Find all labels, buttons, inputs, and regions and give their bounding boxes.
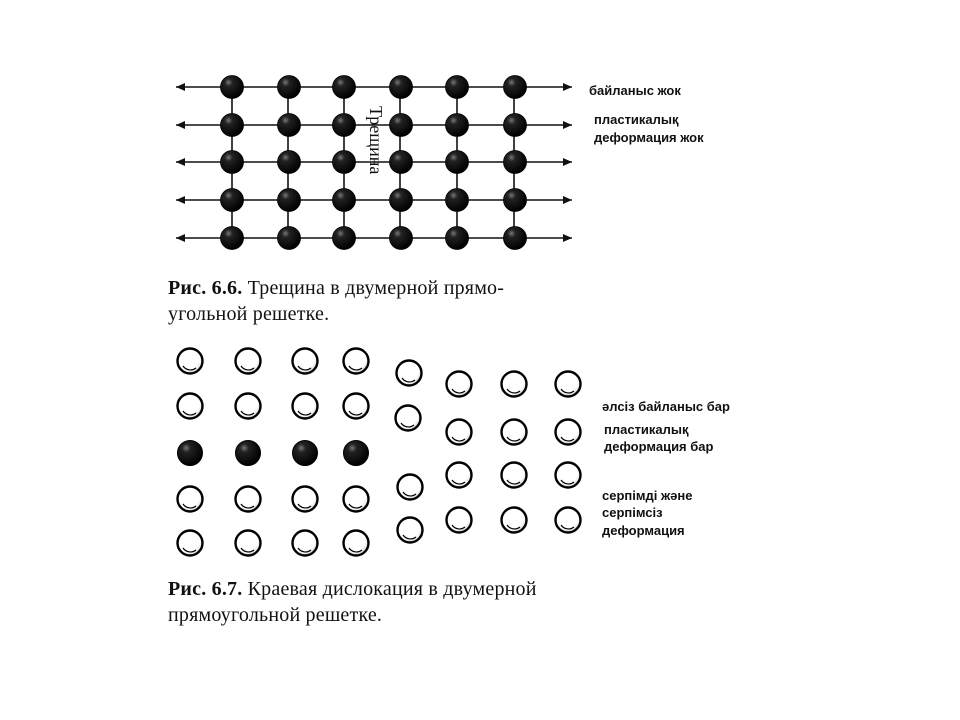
atom-dark bbox=[446, 227, 469, 250]
arrow-left-icon bbox=[176, 83, 185, 91]
note-elastic-1: серпімді және bbox=[602, 487, 693, 505]
caption-6-6-text: Трещина в двумерной прямо- bbox=[248, 277, 505, 299]
caption-6-7-text: Краевая дислокация в двумерной bbox=[248, 578, 537, 600]
atom-dark bbox=[333, 114, 356, 137]
atom-dark bbox=[504, 76, 527, 99]
atom-dark bbox=[333, 227, 356, 250]
arrow-right-icon bbox=[563, 158, 572, 166]
note-no-bond: байланыс жок bbox=[589, 82, 681, 100]
note-no-plastic-2: деформация жок bbox=[594, 129, 704, 147]
caption-6-6-number: Рис. 6.6. bbox=[168, 277, 242, 299]
arrow-left-icon bbox=[176, 158, 185, 166]
atom-dark bbox=[293, 441, 318, 466]
note-elastic-2: серпімсіз bbox=[602, 504, 663, 522]
atom-dark bbox=[504, 227, 527, 250]
note-no-plastic-1: пластикалық bbox=[594, 111, 679, 129]
atom-dark bbox=[390, 76, 413, 99]
arrow-right-icon bbox=[563, 121, 572, 129]
atom-dark bbox=[344, 441, 369, 466]
atom-dark bbox=[333, 76, 356, 99]
atom-dark bbox=[504, 114, 527, 137]
arrow-left-icon bbox=[176, 121, 185, 129]
caption-6-7-number: Рис. 6.7. bbox=[168, 578, 242, 600]
arrow-right-icon bbox=[563, 83, 572, 91]
caption-6-7-line1: Рис. 6.7. Краевая дислокация в двумерной bbox=[168, 577, 537, 601]
atom-dark bbox=[278, 227, 301, 250]
caption-6-7-line2: прямоугольной решетке. bbox=[168, 603, 382, 627]
atom-dark bbox=[390, 189, 413, 212]
atom-dark bbox=[236, 441, 261, 466]
atom-dark bbox=[221, 76, 244, 99]
note-plastic-1: пластикалық bbox=[604, 421, 689, 439]
atom-dark bbox=[221, 189, 244, 212]
atom-dark bbox=[390, 114, 413, 137]
note-elastic-3: деформация bbox=[602, 522, 685, 540]
caption-6-6-line1: Рис. 6.6. Трещина в двумерной прямо- bbox=[168, 276, 504, 300]
atom-dark bbox=[221, 227, 244, 250]
atom-dark bbox=[446, 76, 469, 99]
arrow-left-icon bbox=[176, 196, 185, 204]
atom-dark bbox=[390, 227, 413, 250]
atom-dark bbox=[221, 114, 244, 137]
dislocation-lattice bbox=[178, 349, 581, 556]
arrow-right-icon bbox=[563, 234, 572, 242]
atom-dark bbox=[221, 151, 244, 174]
note-plastic-2: деформация бар bbox=[604, 438, 713, 456]
atom-dark bbox=[446, 114, 469, 137]
arrow-right-icon bbox=[563, 196, 572, 204]
atom-dark bbox=[446, 189, 469, 212]
atom-dark bbox=[178, 441, 203, 466]
atom-dark bbox=[390, 151, 413, 174]
note-weak-bond: әлсіз байланыс бар bbox=[602, 398, 730, 416]
crack-label: Трещина bbox=[365, 106, 386, 174]
atom-dark bbox=[446, 151, 469, 174]
arrow-left-icon bbox=[176, 234, 185, 242]
atom-dark bbox=[278, 151, 301, 174]
caption-6-6-line2: угольной решетке. bbox=[168, 302, 329, 326]
atom-dark bbox=[333, 189, 356, 212]
atom-dark bbox=[504, 189, 527, 212]
atom-dark bbox=[278, 114, 301, 137]
atom-dark bbox=[278, 76, 301, 99]
atom-dark bbox=[504, 151, 527, 174]
atom-dark bbox=[278, 189, 301, 212]
atom-dark bbox=[333, 151, 356, 174]
